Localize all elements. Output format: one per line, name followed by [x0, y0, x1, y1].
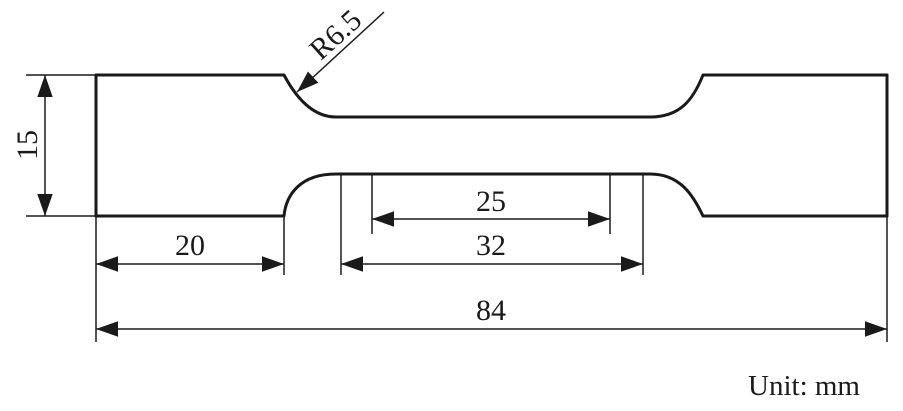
- unit-label: Unit: mm: [748, 370, 860, 402]
- parallel-length-label: 32: [476, 229, 506, 262]
- radius-label: R6.5: [303, 3, 368, 66]
- gauge-length-label: 25: [476, 185, 506, 218]
- radius-leader-line: [296, 11, 385, 93]
- specimen-top-edge: [94, 73, 889, 119]
- specimen-outline: [94, 73, 889, 218]
- total-length-label: 84: [476, 294, 506, 327]
- dimension-lines: [37, 11, 887, 337]
- grip-length-label: 20: [175, 229, 205, 262]
- extension-lines: [26, 74, 888, 342]
- height-label: 15: [11, 130, 44, 160]
- specimen-bottom-edge: [94, 172, 889, 218]
